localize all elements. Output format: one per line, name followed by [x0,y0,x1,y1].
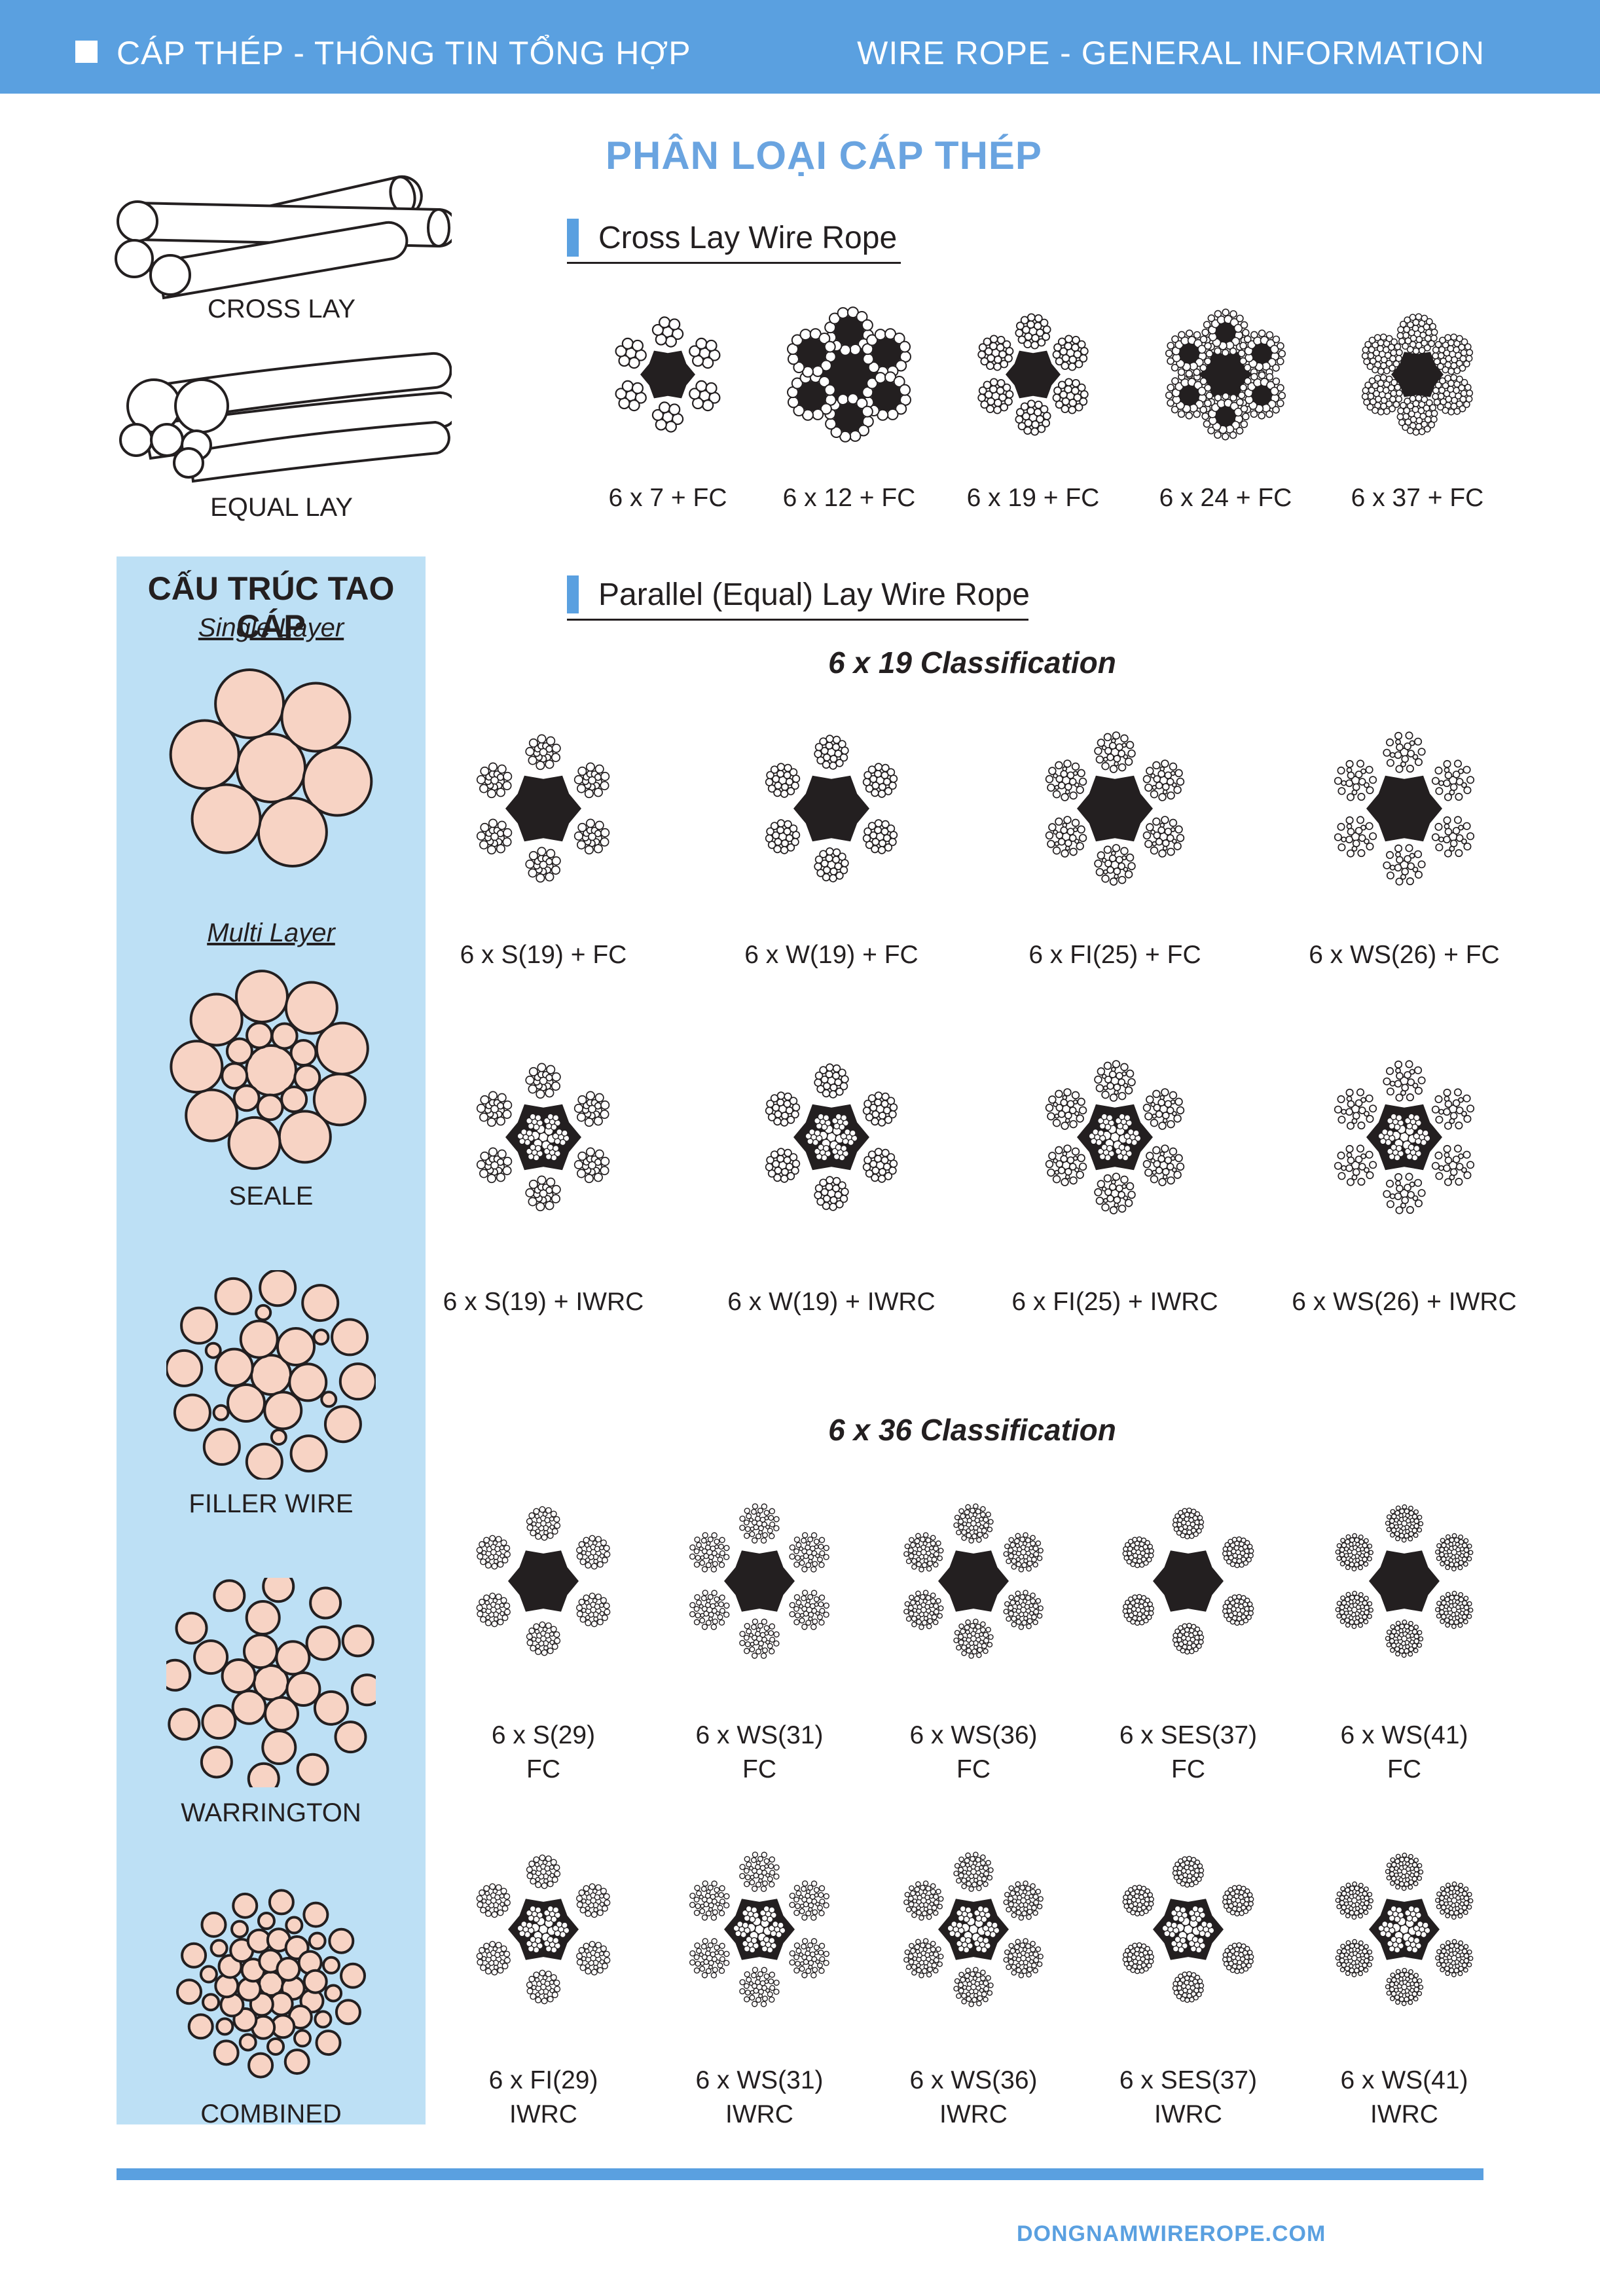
rope-6x36-fc-5 [1335,1504,1474,1658]
page-title: PHÂN LOẠI CÁP THÉP [606,134,1042,177]
cross-lay-label-5: 6 x 37 + FC [1351,484,1484,512]
rope-6x36-iwrc-label-2: 6 x WS(31)IWRC [695,2066,824,2128]
single-layer-wires [169,668,373,868]
rope-6x36-fc-label-4: 6 x SES(37)FC [1119,1721,1258,1783]
cross-lay-rope-1 [615,316,721,433]
equal-lay-label: EQUAL LAY [210,493,353,522]
rope-6x19-fc-label-1: 6 x S(19) + FC [460,941,627,969]
rope-6x36-fc-3 [903,1503,1044,1659]
rope-6x19-iwrc-3 [1045,1060,1185,1214]
rope-6x36-iwrc-2 [689,1851,829,2007]
seale-label: SEALE [228,1182,314,1211]
rope-6x19-fc-label-2: 6 x W(19) + FC [744,941,918,969]
cross-lay-rope-3 [977,313,1089,436]
multi-layer-label: Multi Layer [207,919,335,947]
page-header: CÁP THÉP - THÔNG TIN TỔNG HỢP WIRE ROPE … [0,0,1600,94]
footer-website: DONGNAMWIREROPE.COM [1017,2221,1326,2246]
rope-6x19-iwrc-2 [765,1063,898,1211]
rope-6x36-iwrc-label-4: 6 x SES(37)IWRC [1119,2066,1258,2128]
cross-lay-label-3: 6 x 19 + FC [966,484,1100,512]
filler-wire-label: FILLER WIRE [189,1489,354,1518]
warrington-wires [166,1578,376,1787]
square-bullet-icon [75,41,98,63]
cross-lay-illustration [115,175,452,300]
rope-6x36-fc-label-3: 6 x WS(36)FC [909,1721,1038,1783]
rope-6x36-fc-2 [689,1503,829,1659]
rope-6x36-fc-1 [476,1506,611,1656]
rope-6x19-fc-3 [1045,731,1185,886]
rope-6x19-iwrc-1 [476,1063,610,1212]
rope-6x36-fc-label-2: 6 x WS(31)FC [695,1721,824,1783]
equal-lay-illustration [119,352,452,483]
cross-lay-label: CROSS LAY [208,295,355,323]
rope-6x19-fc-label-4: 6 x WS(26) + FC [1309,941,1500,969]
rope-6x36-fc-label-5: 6 x WS(41)FC [1340,1721,1468,1783]
combined-wires [176,1889,366,2079]
parallel-lay-heading: Parallel (Equal) Lay Wire Rope [567,573,1030,621]
rope-6x36-iwrc-label-3: 6 x WS(36)IWRC [909,2066,1038,2128]
cross-lay-label-1: 6 x 7 + FC [608,484,727,512]
rope-6x19-fc-2 [765,735,898,883]
rope-6x36-fc-label-1: 6 x S(29)FC [491,1721,596,1783]
single-layer-label: Single Layer [198,613,344,642]
footer-divider [117,2168,1483,2180]
warrington-label: WARRINGTON [181,1798,361,1827]
cross-lay-rope-5 [1361,313,1474,436]
combined-label: COMBINED [200,2100,342,2128]
cross-lay-heading: Cross Lay Wire Rope [567,216,901,264]
rope-6x36-iwrc-4 [1122,1855,1254,2003]
header-title-en: WIRE ROPE - GENERAL INFORMATION [857,35,1485,71]
rope-6x36-iwrc-3 [903,1851,1044,2007]
class36-title: 6 x 36 Classification [828,1413,1116,1447]
rope-6x19-iwrc-label-1: 6 x S(19) + IWRC [443,1288,644,1316]
seale-wires [170,970,369,1170]
rope-6x19-fc-4 [1334,731,1475,886]
rope-6x19-iwrc-label-2: 6 x W(19) + IWRC [727,1288,936,1316]
class19-title: 6 x 19 Classification [828,646,1116,680]
rope-6x36-iwrc-5 [1335,1852,1474,2007]
rope-6x19-fc-1 [476,734,610,883]
cross-lay-rope-4 [1165,308,1286,441]
rope-6x36-iwrc-1 [476,1854,611,2005]
cross-lay-label-2: 6 x 12 + FC [782,484,916,512]
filler-wire-wires [166,1270,376,1480]
header-title-vi: CÁP THÉP - THÔNG TIN TỔNG HỢP [117,35,691,71]
rope-6x36-fc-4 [1122,1507,1254,1655]
rope-6x36-iwrc-label-5: 6 x WS(41)IWRC [1340,2066,1468,2128]
cross-lay-label-4: 6 x 24 + FC [1159,484,1292,512]
rope-6x19-iwrc-4 [1334,1060,1475,1214]
rope-6x19-fc-label-3: 6 x FI(25) + FC [1028,941,1201,969]
cross-lay-rope-2 [787,306,911,443]
strand-panel-title: CẤU TRÚC TAO CÁP [147,570,395,645]
rope-6x19-iwrc-label-4: 6 x WS(26) + IWRC [1292,1288,1517,1316]
rope-6x36-iwrc-label-1: 6 x FI(29)IWRC [488,2066,598,2128]
rope-6x19-iwrc-label-3: 6 x FI(25) + IWRC [1011,1288,1218,1316]
strand-structure-panel: CẤU TRÚC TAO CÁP Single Layer Multi Laye… [117,556,426,2128]
